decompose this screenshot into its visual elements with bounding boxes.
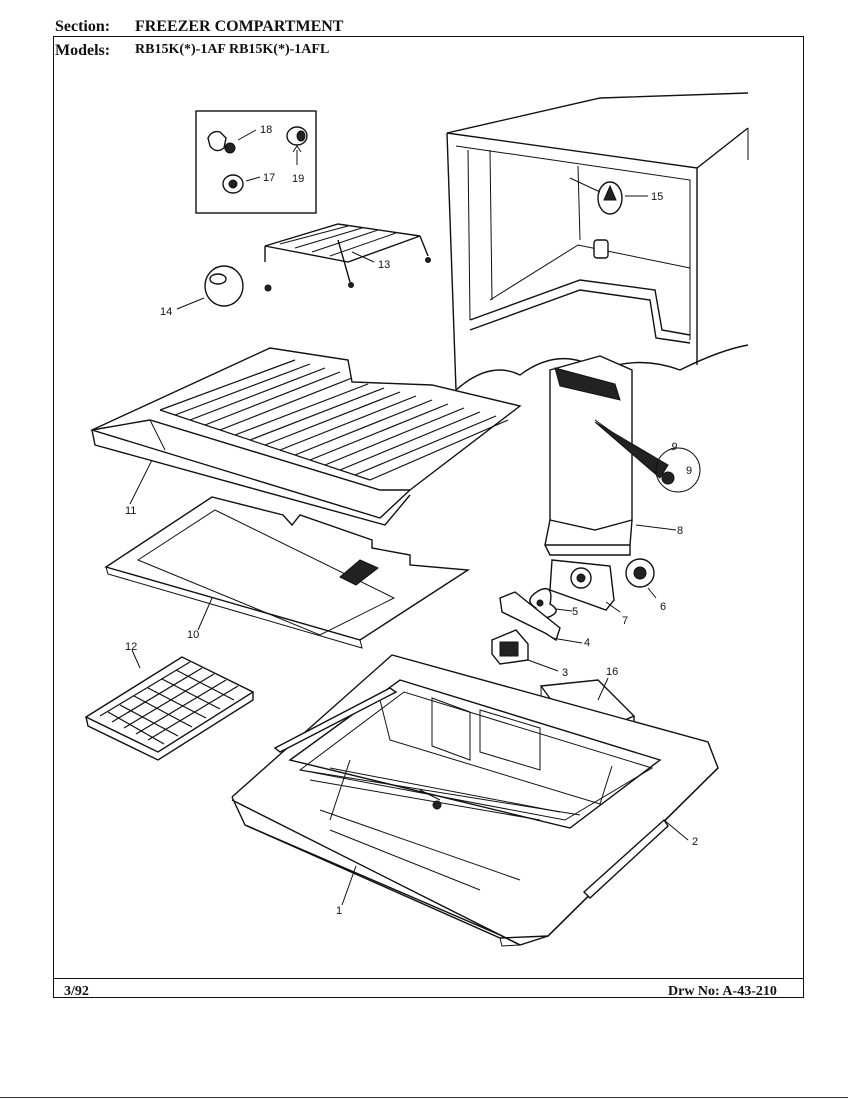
- part-15-thermostat-knob: [569, 177, 648, 259]
- page-bottom-rule: [0, 1097, 848, 1098]
- section-title: FREEZER COMPARTMENT: [135, 18, 344, 35]
- callout-8: 8: [677, 525, 683, 537]
- callout-12: 12: [125, 641, 137, 653]
- shelf-ribs: [159, 359, 509, 481]
- callout-6: 6: [660, 601, 666, 613]
- section-label: Section:: [55, 18, 111, 35]
- part-8-air-duct: [544, 355, 677, 556]
- callout-1: 1: [336, 905, 342, 917]
- callout-10: 10: [187, 629, 199, 641]
- callout-4: 4: [584, 637, 590, 649]
- callout-17: 17: [263, 172, 275, 184]
- part-12-ice-tray: [84, 649, 255, 761]
- part-3-fan-motor: [491, 629, 559, 672]
- part-4-motor-bracket: [499, 591, 583, 644]
- drawing-frame: [53, 36, 804, 998]
- part-2-door-trim: [273, 687, 689, 899]
- part-6-grommet: [625, 558, 657, 599]
- part-7-fan-bracket: [549, 559, 621, 613]
- part-1-freezer-liner: [231, 654, 719, 947]
- callout-5: 5: [572, 606, 578, 618]
- callout-16: 16: [606, 666, 618, 678]
- callout-labels: 1 2 3 4 5 6 7 8 9 9 10 11 12 13 14 15 16…: [125, 124, 698, 917]
- drawing-number: Drw No: A-43-210: [668, 984, 777, 999]
- footer-date: 3/92: [64, 984, 89, 999]
- part-14-cap: [176, 265, 244, 310]
- callout-19: 19: [292, 173, 304, 185]
- callout-18: 18: [260, 124, 272, 136]
- footer-divider: [53, 978, 804, 979]
- part-19-plug: [286, 126, 308, 165]
- models-label: Models:: [55, 42, 111, 59]
- models-list: RB15K(*)-1AF RB15K(*)-1AFL: [135, 42, 330, 57]
- part-11-freezer-shelf: [90, 347, 522, 526]
- ice-tray-cells: [99, 661, 239, 745]
- part-13-wire-shelf: [264, 223, 431, 292]
- callout-3: 3: [562, 667, 568, 679]
- part-18-clip: [207, 129, 257, 154]
- freezer-cabinet: [446, 92, 749, 391]
- callout-13: 13: [378, 259, 390, 271]
- fastener-kit-inset: [195, 110, 317, 214]
- callout-14: 14: [160, 306, 172, 318]
- part-10-insulation-pad: [104, 496, 471, 649]
- part-9-screw: [655, 447, 701, 493]
- callout-9-label: 9: [686, 465, 692, 477]
- callout-11: 11: [125, 505, 136, 517]
- callout-15: 15: [651, 191, 663, 203]
- part-17-washer: [222, 174, 261, 194]
- callout-7: 7: [622, 615, 628, 627]
- callout-2: 2: [692, 836, 698, 848]
- callout-9-screw: 9: [669, 441, 679, 454]
